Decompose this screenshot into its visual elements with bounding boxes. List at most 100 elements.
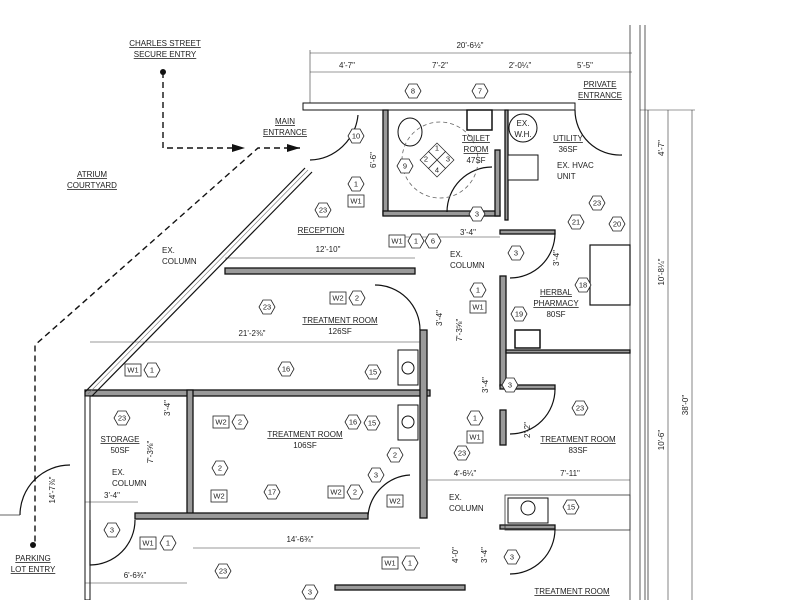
dim-storage-h: 7'-3⅝" xyxy=(146,441,155,464)
svg-text:W1: W1 xyxy=(127,366,138,375)
svg-text:16: 16 xyxy=(282,365,290,374)
svg-text:3: 3 xyxy=(110,526,114,535)
walls xyxy=(84,102,631,600)
interior-dimensions: 12'-10" 21'-2⅜" 14'-6¾" 3'-4" 6'-6¾" 14'… xyxy=(48,152,630,584)
dim-hall-door-2: 3'-4" xyxy=(435,310,444,326)
label-treatment-83-area: 83SF xyxy=(568,446,587,455)
clearance-grid xyxy=(419,142,455,178)
label-reception: RECEPTION xyxy=(298,226,345,235)
entry-paths xyxy=(30,69,300,548)
arrow-icon xyxy=(232,144,245,152)
svg-text:23: 23 xyxy=(118,414,126,423)
svg-text:6: 6 xyxy=(431,237,435,246)
label-charles-street: CHARLES STREET xyxy=(129,39,201,48)
keynote-tag: 20 xyxy=(608,216,626,232)
label-utility: UTILITY xyxy=(553,134,583,143)
dim-top-c: 2'-0¼" xyxy=(509,61,532,70)
dim-t83-wall: 2'-2" xyxy=(523,422,532,438)
fixtures: 1 2 3 4 xyxy=(397,109,549,524)
doors xyxy=(0,109,623,575)
label-private-entrance: ENTRANCE xyxy=(578,91,622,100)
label-treatment-106-area: 106SF xyxy=(293,441,317,450)
keynote-tag: 17 xyxy=(263,484,281,500)
svg-text:18: 18 xyxy=(579,281,587,290)
dim-hall-w: 4'-6¼" xyxy=(454,469,477,478)
keynote-tag: 16 xyxy=(344,414,362,430)
keynote-tag: 23 xyxy=(571,400,589,416)
keynote-tag: 15 xyxy=(562,499,580,515)
svg-text:17: 17 xyxy=(268,488,276,497)
keynote-tag: 1 xyxy=(469,282,487,298)
dim-overall-top: 20'-6½" xyxy=(456,41,483,50)
arrow-icon xyxy=(287,144,300,152)
label-ex-column: EX. xyxy=(450,250,463,259)
main-entrance-door xyxy=(309,114,359,161)
private-entrance-door xyxy=(574,109,623,156)
svg-text:1: 1 xyxy=(354,180,358,189)
dim-right-c: 10'-6" xyxy=(657,430,666,451)
dim-t83-door: 3'-4" xyxy=(481,377,490,393)
treatment-126-door xyxy=(374,284,421,331)
dim-bottom-b: 3'-4" xyxy=(480,547,489,563)
clearance-4: 4 xyxy=(435,166,439,175)
keynote-tag: 21 xyxy=(567,214,585,230)
svg-text:21: 21 xyxy=(572,218,580,227)
keynote-tag: 23 xyxy=(113,410,131,426)
label-hvac-unit: UNIT xyxy=(557,172,576,181)
wall-tag: W1 xyxy=(347,194,365,208)
diagonal-curtain-wall xyxy=(84,167,313,397)
keynote-tag: 10 xyxy=(347,128,365,144)
keynote-tag: 18 xyxy=(574,277,592,293)
label-ex-hvac: EX. HVAC xyxy=(557,161,594,170)
dim-bottom-a: 4'-0" xyxy=(451,547,460,563)
svg-text:1: 1 xyxy=(166,539,170,548)
label-toilet-room: ROOM xyxy=(464,145,489,154)
treatment-bottom-door xyxy=(509,528,556,575)
wall-tag: W1 xyxy=(381,556,399,570)
svg-text:W1: W1 xyxy=(350,197,361,206)
svg-text:10: 10 xyxy=(352,132,360,141)
dim-toilet-h: 6'-6" xyxy=(369,152,378,168)
treatment-106-door xyxy=(367,474,411,516)
svg-text:23: 23 xyxy=(593,199,601,208)
dim-hall-h: 7'-3⅝" xyxy=(455,319,464,342)
toilet-door xyxy=(446,166,493,213)
svg-text:3: 3 xyxy=(514,249,518,258)
label-toilet-area: 47SF xyxy=(466,156,485,165)
svg-text:15: 15 xyxy=(368,419,376,428)
keynote-tag: 15 xyxy=(363,415,381,431)
dim-right-total: 38'-0" xyxy=(681,395,690,416)
dim-parking-h: 14'-7⅞" xyxy=(48,476,57,503)
room-labels: CHARLES STREET SECURE ENTRY MAIN ENTRANC… xyxy=(11,39,622,596)
label-ex-wh: EX. xyxy=(517,119,530,128)
label-lot-entry: LOT ENTRY xyxy=(11,565,56,574)
keynote-tags: 8 7 10 9 1 1 6 3 3 21 20 23 23 18 1 19 2… xyxy=(103,83,626,600)
svg-text:W2: W2 xyxy=(215,418,226,427)
pharmacy-sink xyxy=(514,329,541,349)
svg-text:2: 2 xyxy=(355,294,359,303)
label-ex-column: EX. xyxy=(112,468,125,477)
dim-top-a: 4'-7" xyxy=(339,61,355,70)
label-storage: STORAGE xyxy=(101,435,140,444)
svg-text:9: 9 xyxy=(403,162,407,171)
keynote-tag: 23 xyxy=(588,195,606,211)
keynote-tag: 2 xyxy=(211,460,229,476)
keynote-tag: 1 xyxy=(159,535,177,551)
keynote-tag: 2 xyxy=(386,447,404,463)
wall-tag: W1 xyxy=(124,363,142,377)
svg-text:20: 20 xyxy=(613,220,621,229)
dim-top-d: 5'-5" xyxy=(577,61,593,70)
label-column: COLUMN xyxy=(450,261,485,270)
label-treatment-room: TREATMENT ROOM xyxy=(267,430,343,439)
label-utility-area: 36SF xyxy=(558,145,577,154)
wall-tag: W2 xyxy=(386,494,404,508)
svg-text:W1: W1 xyxy=(472,303,483,312)
clearance-2: 2 xyxy=(424,155,428,164)
svg-text:W1: W1 xyxy=(384,559,395,568)
keynote-tag: 1 xyxy=(347,176,365,192)
svg-text:W2: W2 xyxy=(389,497,400,506)
dim-t83-w: 7'-11" xyxy=(560,469,580,478)
keynote-tag: 3 xyxy=(503,549,521,565)
svg-text:23: 23 xyxy=(576,404,584,413)
exterior-wall-right xyxy=(629,25,649,600)
